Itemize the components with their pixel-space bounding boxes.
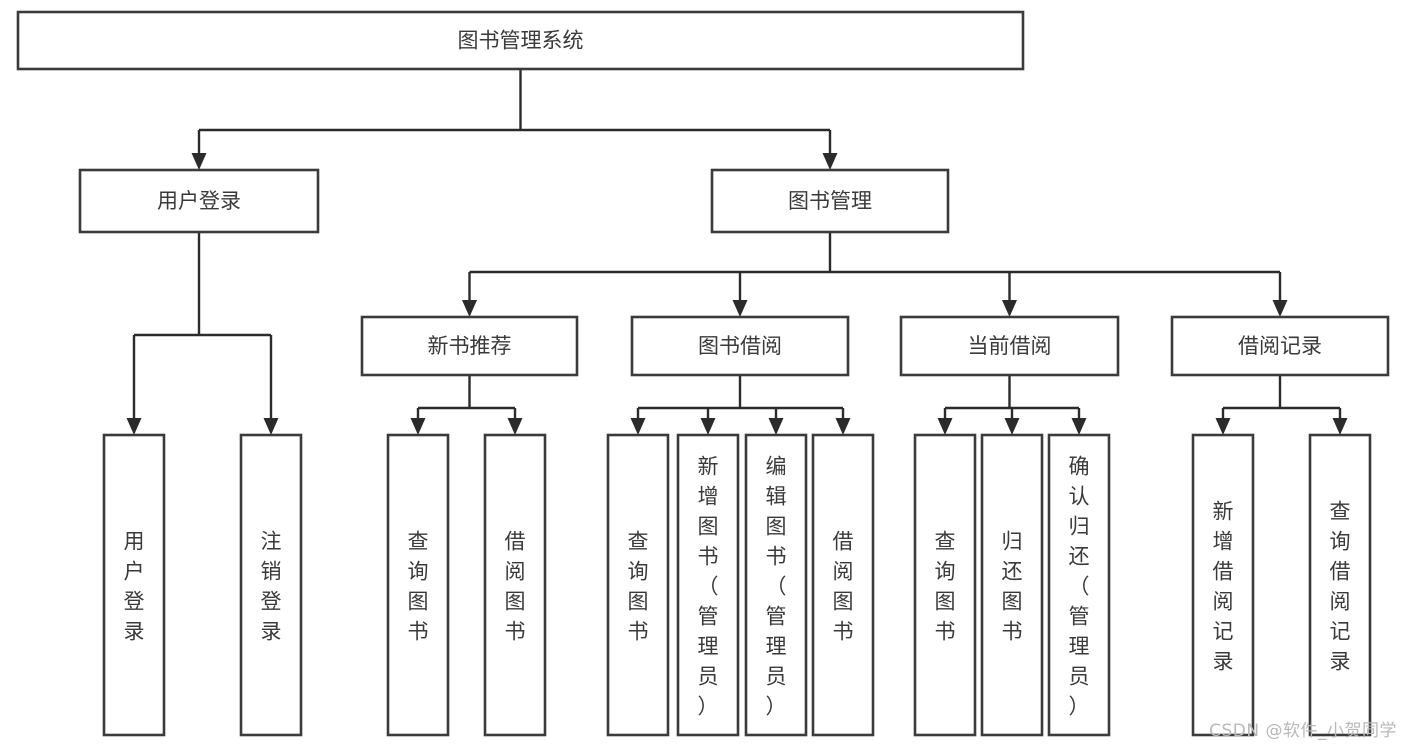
flow-node-leaf-10[interactable]: 确认归还（管理员）: [1047, 433, 1111, 737]
arrow-head-icon: [1272, 300, 1288, 317]
node-label: 用户登录: [157, 189, 241, 213]
connector-lines-group: [126, 69, 1348, 435]
node-box[interactable]: [1047, 433, 1111, 737]
node-label: 注销登录: [261, 529, 282, 643]
flow-node-leaf-4[interactable]: 查询图书: [606, 433, 670, 737]
arrow-head-icon: [1071, 418, 1087, 435]
flow-node-leaf-2[interactable]: 查询图书: [386, 433, 450, 737]
arrow-head-icon: [410, 418, 426, 435]
arrow-head-icon: [732, 300, 748, 317]
flow-node-l3-3[interactable]: 借阅记录: [1170, 315, 1390, 377]
arrow-head-icon: [700, 418, 716, 435]
flow-node-l2-0[interactable]: 用户登录: [78, 168, 320, 234]
arrow-head-icon: [1332, 418, 1348, 435]
flow-node-l3-1[interactable]: 图书借阅: [630, 315, 850, 377]
node-label: 新书推荐: [428, 334, 512, 358]
node-label: 用户登录: [124, 529, 145, 643]
node-label: 归还图书: [1002, 529, 1023, 643]
node-label: 查询图书: [408, 529, 429, 643]
arrow-head-icon: [822, 153, 838, 170]
node-label: 当前借阅: [968, 334, 1052, 358]
node-box[interactable]: [899, 315, 1120, 377]
node-box[interactable]: [980, 433, 1044, 737]
flow-node-l2-1[interactable]: 图书管理: [710, 168, 950, 234]
node-box[interactable]: [1308, 433, 1372, 737]
flow-node-root-0[interactable]: 图书管理系统: [16, 10, 1025, 71]
node-label: 借阅图书: [833, 529, 854, 643]
node-box[interactable]: [1191, 433, 1255, 737]
node-label: 查询借阅记录: [1330, 499, 1351, 673]
node-box[interactable]: [16, 10, 1025, 71]
node-box[interactable]: [606, 433, 670, 737]
node-box[interactable]: [1170, 315, 1390, 377]
node-label: 图书借阅: [698, 334, 782, 358]
node-box[interactable]: [102, 433, 166, 737]
node-label: 借阅记录: [1238, 334, 1322, 358]
arrow-head-icon: [1004, 418, 1020, 435]
node-box[interactable]: [386, 433, 450, 737]
arrow-head-icon: [835, 418, 851, 435]
csdn-watermark: CSDN @软件_小贺同学: [1209, 721, 1397, 741]
node-box[interactable]: [239, 433, 303, 737]
node-box[interactable]: [78, 168, 320, 234]
flow-node-leaf-0[interactable]: 用户登录: [102, 433, 166, 737]
node-label: 借阅图书: [505, 529, 526, 643]
flow-node-leaf-6[interactable]: 编辑图书（管理员）: [744, 433, 808, 737]
flow-node-leaf-5[interactable]: 新增图书（管理员）: [676, 433, 740, 737]
node-label: 新增借阅记录: [1213, 499, 1234, 673]
node-label: 新增图书（管理员）: [698, 454, 719, 718]
node-box[interactable]: [360, 315, 579, 377]
node-label: 确认归还（管理员）: [1069, 454, 1090, 718]
arrow-head-icon: [126, 418, 142, 435]
flow-node-leaf-1[interactable]: 注销登录: [239, 433, 303, 737]
node-box[interactable]: [744, 433, 808, 737]
flow-node-leaf-8[interactable]: 查询图书: [913, 433, 977, 737]
node-box[interactable]: [483, 433, 547, 737]
node-box[interactable]: [676, 433, 740, 737]
node-box[interactable]: [913, 433, 977, 737]
flow-node-leaf-7[interactable]: 借阅图书: [811, 433, 875, 737]
flow-node-leaf-3[interactable]: 借阅图书: [483, 433, 547, 737]
arrow-head-icon: [1002, 300, 1017, 317]
arrow-head-icon: [263, 418, 279, 435]
node-box[interactable]: [710, 168, 950, 234]
arrow-head-icon: [937, 418, 953, 435]
flow-node-l3-0[interactable]: 新书推荐: [360, 315, 579, 377]
arrow-head-icon: [1215, 418, 1231, 435]
flow-node-leaf-9[interactable]: 归还图书: [980, 433, 1044, 737]
flow-node-l3-2[interactable]: 当前借阅: [899, 315, 1120, 377]
node-label: 查询图书: [935, 529, 956, 643]
flow-node-leaf-11[interactable]: 新增借阅记录: [1191, 433, 1255, 737]
node-boxes-group: 图书管理系统用户登录图书管理新书推荐图书借阅当前借阅借阅记录用户登录注销登录查询…: [16, 10, 1390, 737]
arrow-head-icon: [768, 418, 784, 435]
flow-node-leaf-12[interactable]: 查询借阅记录: [1308, 433, 1372, 737]
arrow-head-icon: [191, 153, 207, 170]
arrow-head-icon: [462, 300, 477, 317]
arrow-head-icon: [630, 418, 646, 435]
node-box[interactable]: [630, 315, 850, 377]
node-label: 图书管理系统: [458, 29, 584, 53]
node-label: 编辑图书（管理员）: [766, 454, 787, 718]
node-box[interactable]: [811, 433, 875, 737]
node-label: 查询图书: [628, 529, 649, 643]
node-label: 图书管理: [788, 189, 872, 213]
arrow-head-icon: [507, 418, 523, 435]
